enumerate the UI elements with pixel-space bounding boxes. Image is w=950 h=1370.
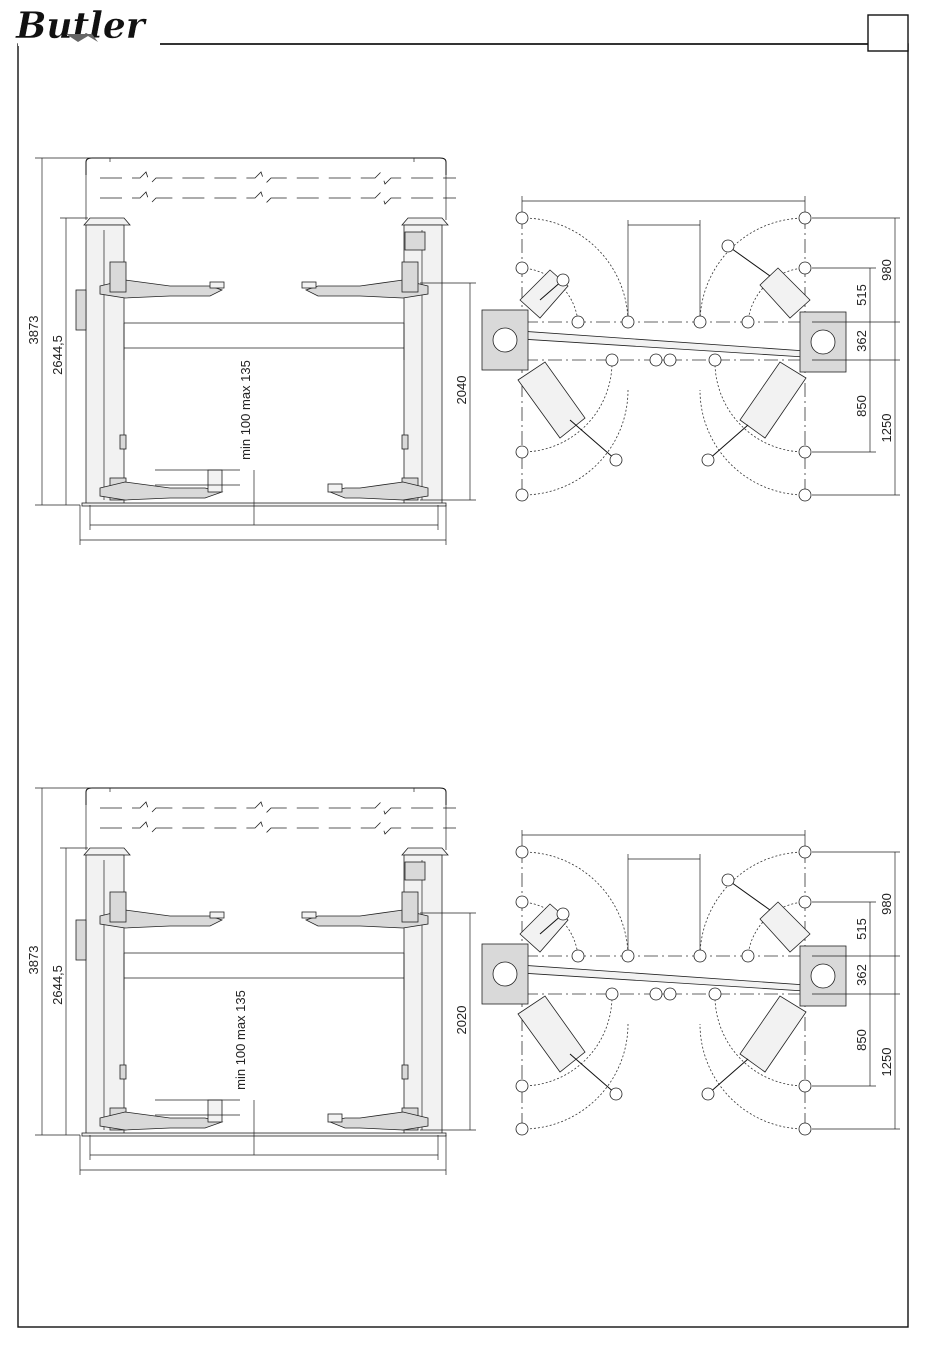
bottom-plan-view: 980 515 362 850 1250 [482, 830, 900, 1135]
butler-logo: Butler [15, 5, 148, 47]
dim-1250: 1250 [879, 1048, 894, 1077]
dim-lift-height: 2644,5 [50, 965, 65, 1005]
dim-362: 362 [854, 330, 869, 352]
page-number-box [868, 15, 908, 51]
dim-1250: 1250 [879, 414, 894, 443]
dim-515: 515 [854, 918, 869, 940]
dim-515: 515 [854, 284, 869, 306]
dim-980: 980 [879, 259, 894, 281]
top-plan-view: 980 515 362 850 1250 [482, 196, 900, 501]
dim-362: 362 [854, 964, 869, 986]
dim-lift-height: 2644,5 [50, 335, 65, 375]
dim-width: 2020 [454, 1006, 469, 1035]
dim-min-max: min 100 max 135 [238, 360, 253, 460]
dim-850: 850 [854, 395, 869, 417]
top-front-view: 3873 2644,5 min 100 max 135 2040 [26, 158, 476, 545]
logo-text: Butler [15, 5, 148, 47]
dim-total-height: 3873 [26, 316, 41, 345]
dim-total-height: 3873 [26, 946, 41, 975]
bottom-front-view: 3873 2644,5 min 100 max 135 2020 [26, 788, 476, 1175]
dim-980: 980 [879, 893, 894, 915]
dim-width: 2040 [454, 376, 469, 405]
dim-850: 850 [854, 1029, 869, 1051]
dim-min-max: min 100 max 135 [233, 990, 248, 1090]
